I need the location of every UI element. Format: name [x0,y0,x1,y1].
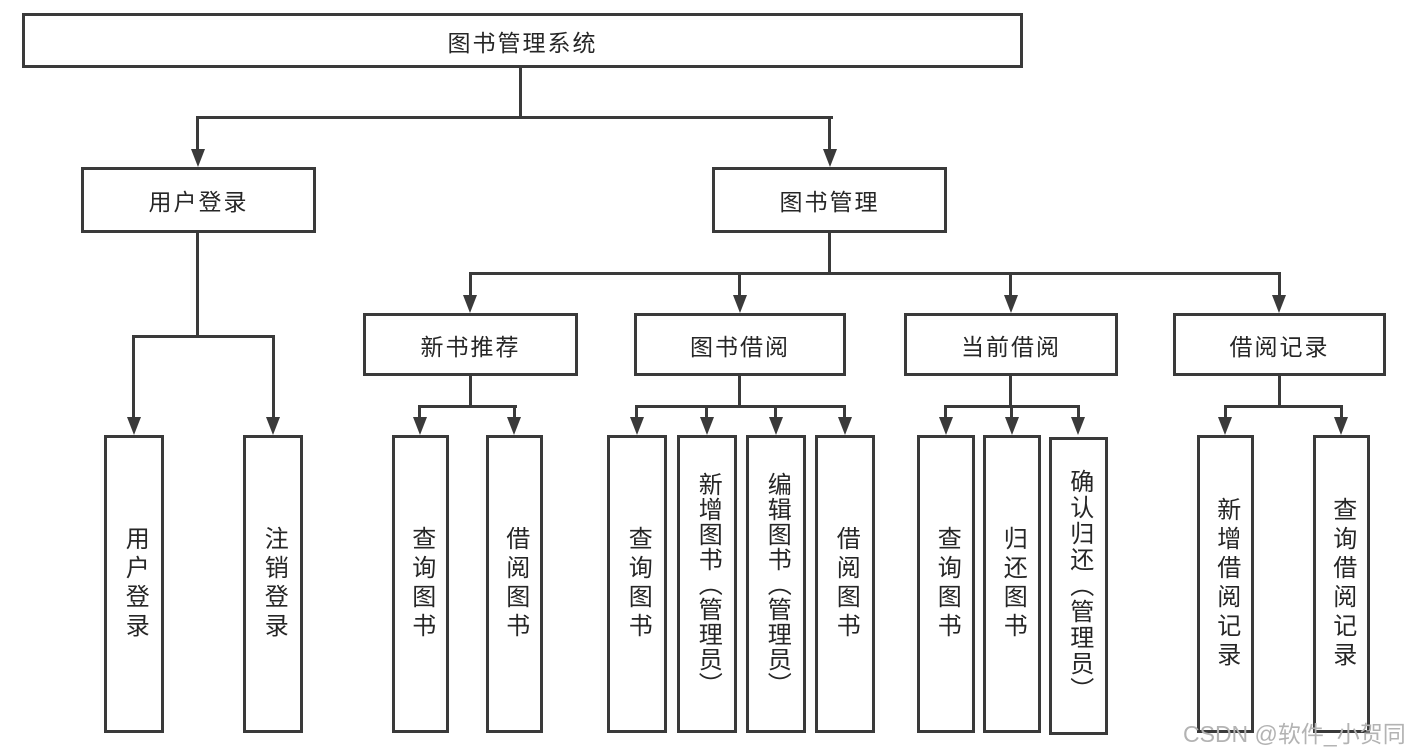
connector-book-management-stem [828,230,831,274]
connector-to-book-management [828,116,831,150]
node-label: 借阅记录 [1229,333,1330,360]
arrowhead [463,295,477,313]
connector-line [418,405,421,419]
connector-line [1224,405,1227,419]
leaf-borrow-books-2: 借阅图书 [815,435,875,733]
root-node-label: 图书管理系统 [447,29,598,56]
arrowhead [1071,417,1085,435]
leaf-query-books-1: 查询图书 [392,435,449,733]
arrowhead [630,417,644,435]
connector-user-login-branch [132,335,275,338]
arrowhead [939,417,953,435]
connector-line [1009,272,1012,296]
leaf-add-book-admin: 新增图书（管理员） [677,435,737,733]
connector-stem [469,373,472,407]
node-current-borrowing: 当前借阅 [904,313,1118,376]
connector-stem [1278,373,1281,407]
leaf-label: 新增图书（管理员） [694,471,722,697]
arrowhead [127,417,141,435]
leaf-label: 查询借阅记录 [1328,497,1356,671]
node-library-management-system: 图书管理系统 [22,13,1023,68]
connector-line [843,405,846,419]
connector-book-management-branch [469,272,1281,275]
node-label: 当前借阅 [961,333,1061,360]
leaf-label: 查询图书 [407,526,435,642]
arrowhead-book-management [823,149,837,167]
connector-line [774,405,777,419]
connector-line [1010,405,1013,419]
leaf-label: 归还图书 [999,526,1027,642]
arrowhead [1334,417,1348,435]
connector-stem [1009,373,1012,407]
connector-line [1340,405,1343,419]
leaf-query-books-2: 查询图书 [607,435,667,733]
node-user-login: 用户登录 [81,167,316,233]
node-label: 新书推荐 [420,333,521,360]
connector-line [1077,405,1080,419]
arrowhead [733,295,747,313]
leaf-user-login: 用户登录 [104,435,164,733]
leaf-label: 确认归还（管理员） [1065,469,1093,703]
connector-line [944,405,947,419]
leaf-return-books: 归还图书 [983,435,1041,733]
leaf-label: 注销登录 [260,526,288,642]
leaf-add-borrow-record: 新增借阅记录 [1197,435,1254,733]
watermark-csdn: CSDN @软件_小贺同学 [1183,721,1405,747]
node-label: 图书管理 [779,189,880,215]
arrowhead [1272,295,1286,313]
arrowhead [266,417,280,435]
leaf-label: 用户登录 [121,526,149,642]
connector-line [1278,272,1281,296]
connector-line [132,335,135,419]
connector-line [513,405,516,419]
connector-branch [1224,405,1342,408]
connector-branch [635,405,846,408]
leaf-query-books-3: 查询图书 [917,435,975,733]
leaf-label: 借阅图书 [832,526,860,642]
leaf-query-borrow-record: 查询借阅记录 [1313,435,1370,733]
connector-line [738,272,741,296]
connector-to-user-login [196,116,199,150]
arrowhead [769,417,783,435]
arrowhead [838,417,852,435]
connector-root-stem [519,65,522,117]
connector-branch [419,405,517,408]
connector-root-branch [196,116,833,119]
connector-line [705,405,708,419]
connector-line [272,335,275,419]
arrowhead [1218,417,1232,435]
leaf-label: 新增借阅记录 [1212,497,1240,671]
leaf-label: 借阅图书 [501,526,529,642]
arrowhead [507,417,521,435]
node-label: 图书借阅 [690,333,790,360]
node-label: 用户登录 [148,189,249,215]
node-book-borrowing: 图书借阅 [634,313,846,376]
leaf-logout: 注销登录 [243,435,303,733]
node-book-management: 图书管理 [712,167,947,233]
leaf-label: 查询图书 [624,526,652,642]
arrowhead [1005,417,1019,435]
arrowhead [413,417,427,435]
arrowhead-user-login [191,149,205,167]
leaf-edit-book-admin: 编辑图书（管理员） [746,435,806,733]
leaf-label: 查询图书 [933,526,961,642]
connector-user-login-stem [196,230,199,337]
node-borrowing-records: 借阅记录 [1173,313,1386,376]
connector-line [469,272,472,296]
arrowhead [1004,295,1018,313]
leaf-borrow-books-1: 借阅图书 [486,435,543,733]
connector-line [635,405,638,419]
arrowhead [700,417,714,435]
leaf-confirm-return-admin: 确认归还（管理员） [1049,437,1108,735]
node-new-book-recommendation: 新书推荐 [363,313,578,376]
leaf-label: 编辑图书（管理员） [763,471,791,697]
connector-stem [738,373,741,407]
